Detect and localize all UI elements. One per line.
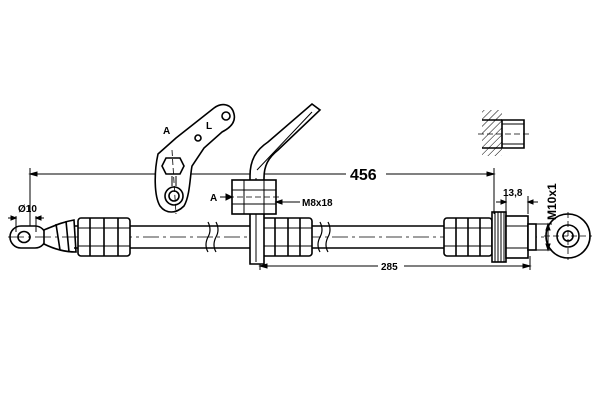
section-marker: A: [210, 193, 217, 204]
center-length-label: 285: [381, 262, 398, 273]
fitting-length-label: 13,8: [503, 188, 523, 199]
bolt-leader: [274, 199, 300, 205]
detail-marker: A: [163, 126, 170, 137]
thread-dimension: [536, 222, 552, 252]
hose-break-left: [205, 221, 219, 253]
eye-diameter-dimension: [8, 215, 44, 232]
eye-diameter-label: Ø10: [18, 204, 37, 215]
side-marker: L: [206, 121, 212, 132]
fitting-end-view: [544, 212, 592, 260]
hose-break-right: [317, 221, 331, 253]
left-crimp-sleeve: [77, 217, 131, 257]
thread-fitting: [491, 211, 537, 263]
bracket-detail-view: [154, 103, 236, 213]
right-crimp-sleeve: [443, 217, 493, 257]
center-crimp-sleeve: [261, 217, 313, 257]
banjo-eye-fitting: [9, 219, 77, 253]
overall-length-label: 456: [350, 167, 377, 184]
fitting-length-dimension: [496, 196, 538, 214]
port-section-inset: [478, 110, 530, 156]
thread-label: M10x1: [545, 183, 559, 220]
detail-centerline: [171, 149, 177, 215]
center-length-dimension: [258, 256, 532, 270]
section-arrow: [220, 193, 234, 201]
bolt-label: M8x18: [302, 198, 333, 209]
